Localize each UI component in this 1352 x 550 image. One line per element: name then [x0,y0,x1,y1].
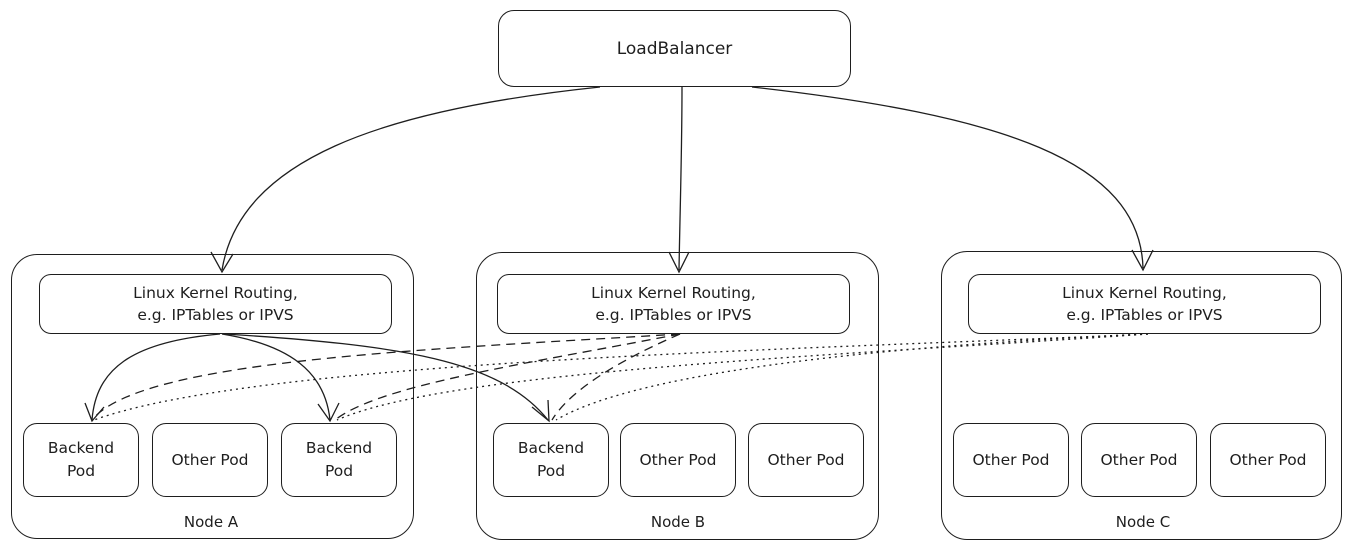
node-a-backend-pod-2: Backend Pod [281,423,397,497]
node-b-kernel-routing-label: Linux Kernel Routing, e.g. IPTables or I… [591,284,756,324]
node-b-pod-3-label: Other Pod [767,450,845,469]
node-a-pod-3-label: Backend Pod [305,439,373,480]
node-a-pod-1-label: Backend Pod [47,439,115,480]
node-c-pod-2-label: Other Pod [1100,450,1178,469]
node-a-other-pod: Other Pod [152,423,268,497]
node-c-other-pod-1: Other Pod [953,423,1069,497]
edge-lb-to-node-b [678,86,683,271]
node-b-pod-1-label: Backend Pod [517,439,585,480]
node-b-label: Node B [650,513,706,531]
node-c-pod-1-label: Other Pod [972,450,1050,469]
load-balancer-label: LoadBalancer [616,38,733,59]
node-c-pod-3-label: Other Pod [1229,450,1307,469]
node-c-kernel-routing-box: Linux Kernel Routing, e.g. IPTables or I… [968,274,1321,334]
node-a-kernel-routing-box: Linux Kernel Routing, e.g. IPTables or I… [39,274,392,334]
node-a-backend-pod-1: Backend Pod [23,423,139,497]
node-b-other-pod-2: Other Pod [748,423,864,497]
edge-lb-to-node-a [221,86,601,271]
node-b-other-pod-1: Other Pod [620,423,736,497]
edge-lb-to-node-c [751,86,1144,269]
node-c-other-pod-3: Other Pod [1210,423,1326,497]
node-a-label: Node A [183,513,239,531]
node-b-backend-pod: Backend Pod [493,423,609,497]
node-a-pod-2-label: Other Pod [171,450,249,469]
node-b-kernel-routing-box: Linux Kernel Routing, e.g. IPTables or I… [497,274,850,334]
node-c-kernel-routing-label: Linux Kernel Routing, e.g. IPTables or I… [1062,284,1227,324]
node-b-pod-2-label: Other Pod [639,450,717,469]
node-a-kernel-routing-label: Linux Kernel Routing, e.g. IPTables or I… [133,284,298,324]
node-c-other-pod-2: Other Pod [1081,423,1197,497]
load-balancer-box: LoadBalancer [498,10,851,87]
node-c-label: Node C [1115,513,1171,531]
